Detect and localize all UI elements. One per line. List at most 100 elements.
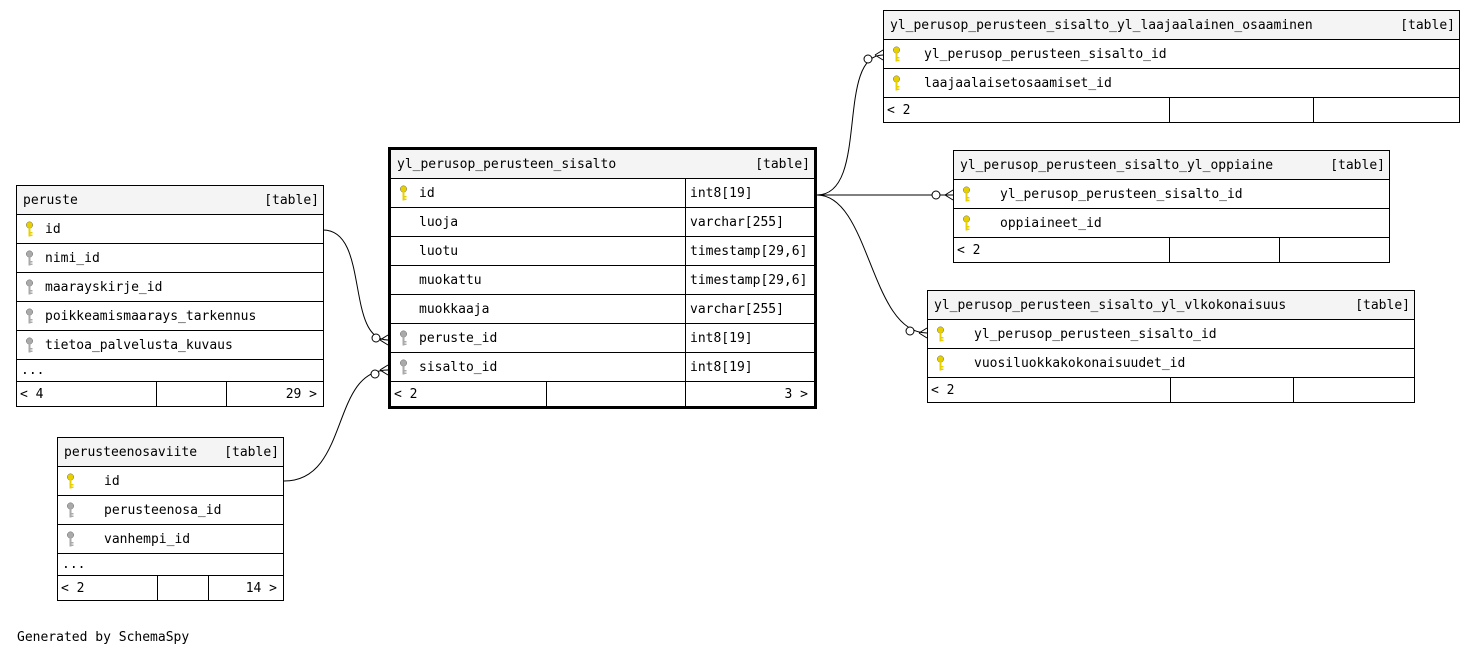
edge-peruste-to-main [322, 229, 389, 341]
column-row[interactable]: luoja varchar[255] [391, 208, 814, 237]
column-row[interactable]: vanhempi_id [58, 525, 283, 554]
column-name-cell: yl_perusop_perusteen_sisalto_id [954, 180, 1243, 208]
more-columns-indicator: ... [58, 554, 283, 576]
column-row[interactable]: tietoa_palvelusta_kuvaus [17, 331, 323, 360]
edge-peruste-crowfoot [379, 334, 389, 346]
column-name: vanhempi_id [104, 531, 191, 547]
parents-count[interactable]: < 2 [931, 382, 955, 398]
column-name: id [45, 221, 61, 237]
foreign-key-icon [399, 359, 413, 376]
children-count[interactable]: 14 > [208, 576, 283, 600]
foreign-key-icon [25, 308, 39, 325]
column-name-cell: vanhempi_id [58, 525, 190, 553]
column-row[interactable]: maarayskirje_id [17, 273, 323, 302]
table-header: peruste [table] [17, 186, 323, 215]
column-name: id [104, 473, 120, 489]
column-name-cell: yl_perusop_perusteen_sisalto_id [884, 40, 1167, 68]
footer-middle [546, 382, 685, 406]
column-row[interactable]: nimi_id [17, 244, 323, 273]
column-name: tietoa_palvelusta_kuvaus [45, 337, 233, 353]
foreign-key-icon [25, 279, 39, 296]
column-list: yl_perusop_perusteen_sisalto_id vuosiluok… [928, 320, 1414, 378]
primary-key-icon [25, 221, 39, 238]
column-type: varchar[255] [685, 208, 814, 236]
children-count[interactable] [1279, 238, 1389, 262]
footer-middle [1169, 238, 1279, 262]
children-count[interactable]: 29 > [226, 382, 323, 406]
column-row[interactable]: id [17, 215, 323, 244]
column-row[interactable]: yl_perusop_perusteen_sisalto_id [928, 320, 1414, 349]
column-name-cell: nimi_id [17, 244, 100, 272]
table-header: yl_perusop_perusteen_sisalto_yl_oppiaine… [954, 151, 1389, 180]
parents-count[interactable]: < 4 [20, 386, 44, 402]
table-name: yl_perusop_perusteen_sisalto_yl_oppiaine [960, 157, 1274, 173]
column-name-cell: maarayskirje_id [17, 273, 162, 301]
column-row[interactable]: perusteenosa_id [58, 496, 283, 525]
primary-key-icon [936, 326, 950, 343]
table-footer: < 4 29 > [17, 382, 323, 406]
column-row[interactable]: laajaalaisetosaamiset_id [884, 69, 1459, 98]
children-count[interactable] [1293, 378, 1414, 402]
column-row[interactable]: yl_perusop_perusteen_sisalto_id [884, 40, 1459, 69]
table-yl-oppiaine[interactable]: yl_perusop_perusteen_sisalto_yl_oppiaine… [953, 150, 1390, 263]
column-row[interactable]: id [58, 467, 283, 496]
column-name-cell: peruste_id [391, 324, 685, 352]
table-yl-laajaalainen-osaaminen[interactable]: yl_perusop_perusteen_sisalto_yl_laajaala… [883, 10, 1460, 123]
primary-key-icon [892, 46, 906, 63]
column-name-cell: id [17, 215, 61, 243]
parents-count[interactable]: < 2 [61, 580, 85, 596]
table-yl-vlkokonaisuus[interactable]: yl_perusop_perusteen_sisalto_yl_vlkokona… [927, 290, 1415, 403]
column-row[interactable]: yl_perusop_perusteen_sisalto_id [954, 180, 1389, 209]
table-name: yl_perusop_perusteen_sisalto_yl_laajaala… [890, 17, 1313, 33]
edge-main-to-vlk [816, 194, 928, 334]
table-footer: < 2 3 > [391, 382, 814, 406]
column-row[interactable]: vuosiluokkakokonaisuudet_id [928, 349, 1414, 378]
table-kind: [table] [224, 444, 279, 460]
footer-middle [156, 382, 226, 406]
table-name: yl_perusop_perusteen_sisalto [397, 156, 617, 172]
primary-key-icon [936, 355, 950, 372]
parents-count[interactable]: < 2 [394, 386, 418, 402]
column-name: luoja [419, 214, 459, 230]
table-name: yl_perusop_perusteen_sisalto_yl_vlkokona… [934, 297, 1287, 313]
primary-key-icon [962, 215, 976, 232]
column-name-cell: vuosiluokkakokonaisuudet_id [928, 349, 1185, 377]
edge-peruste-optional-circle [371, 333, 381, 343]
column-name: perusteenosa_id [104, 502, 222, 518]
primary-key-icon [399, 185, 413, 202]
table-perusteenosaviite[interactable]: perusteenosaviite [table] id perusteenosa… [57, 437, 284, 601]
column-name-cell: sisalto_id [391, 353, 685, 381]
column-name: muokkaaja [419, 301, 490, 317]
children-count[interactable] [1313, 98, 1459, 122]
column-row[interactable]: oppiaineet_id [954, 209, 1389, 238]
column-name-cell: poikkeamismaarays_tarkennus [17, 302, 256, 330]
parents-count[interactable]: < 2 [887, 102, 911, 118]
edge-laaja-optional-circle [863, 54, 873, 64]
children-count[interactable]: 3 > [685, 382, 814, 406]
edge-vlk-optional-circle [905, 326, 915, 336]
parents-count[interactable]: < 2 [957, 242, 981, 258]
column-row[interactable]: poikkeamismaarays_tarkennus [17, 302, 323, 331]
primary-key-icon [66, 473, 80, 490]
column-name: muokattu [419, 272, 482, 288]
column-type: varchar[255] [685, 295, 814, 323]
column-type: int8[19] [685, 353, 814, 381]
column-row[interactable]: muokkaaja varchar[255] [391, 295, 814, 324]
column-name: vuosiluokkakokonaisuudet_id [974, 355, 1186, 371]
column-name: nimi_id [45, 250, 100, 266]
column-name-cell: luotu [391, 237, 685, 265]
table-header: yl_perusop_perusteen_sisalto [table] [391, 150, 814, 179]
table-header: perusteenosaviite [table] [58, 438, 283, 467]
table-peruste[interactable]: peruste [table] id nimi_id maarayskirje_id… [16, 185, 324, 407]
column-name: poikkeamismaarays_tarkennus [45, 308, 257, 324]
column-name-cell: oppiaineet_id [954, 209, 1102, 237]
table-footer: < 2 14 > [58, 576, 283, 600]
column-name-cell: id [391, 179, 685, 207]
